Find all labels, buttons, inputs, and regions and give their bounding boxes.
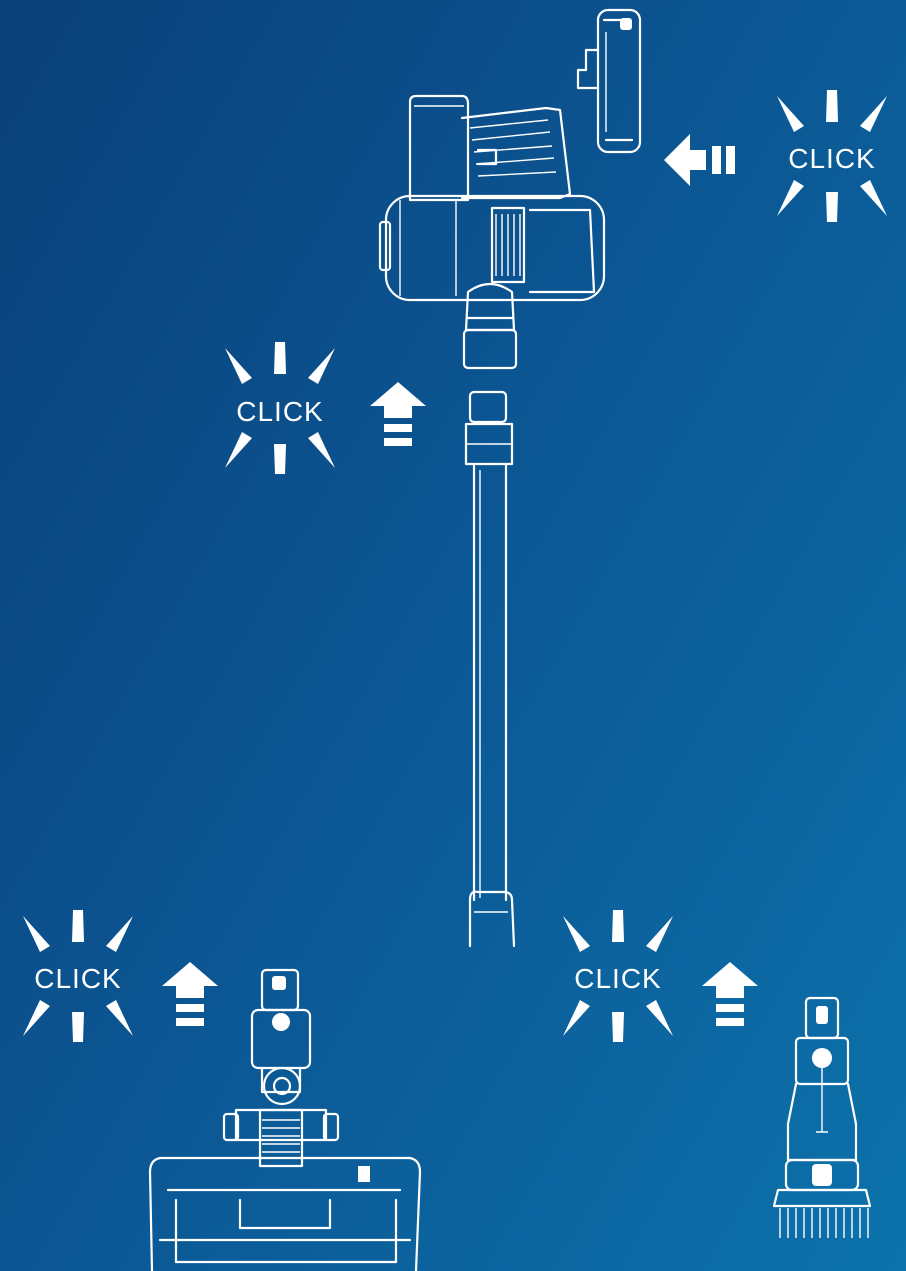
dusting-brush-tool-icon [774, 998, 870, 1238]
up-arrow-icon [702, 962, 758, 1026]
up-arrow-icon [370, 382, 426, 446]
floor-brush-head-icon [150, 970, 420, 1271]
click-indicator-top-right: CLICK [664, 90, 887, 222]
vacuum-main-body-icon [380, 96, 604, 368]
click-indicator-bottom-left: CLICK [23, 910, 218, 1042]
click-indicator-bottom-right: CLICK [563, 910, 758, 1042]
left-arrow-icon [664, 134, 735, 186]
battery-pack-icon [578, 10, 640, 152]
extension-tube-icon [466, 392, 514, 946]
click-indicator-middle-left: CLICK [225, 342, 426, 474]
click-label-bottom-left: CLICK [34, 963, 121, 994]
click-label-top-right: CLICK [788, 143, 875, 174]
up-arrow-icon [162, 962, 218, 1026]
click-label-bottom-right: CLICK [574, 963, 661, 994]
click-label-middle-left: CLICK [236, 396, 323, 427]
